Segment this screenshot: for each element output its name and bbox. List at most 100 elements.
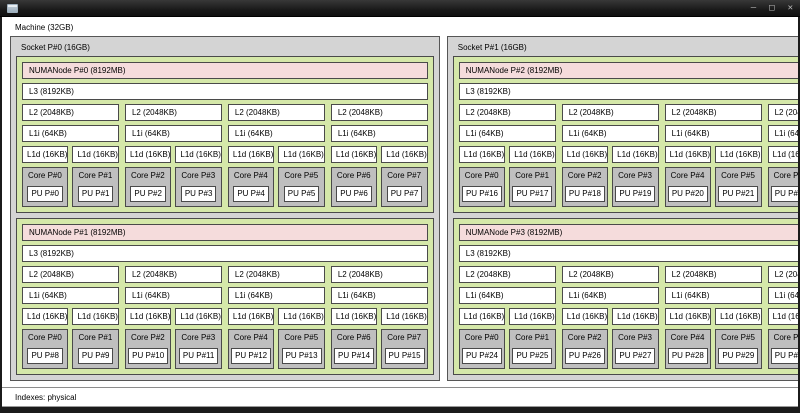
minimize-button[interactable]: – bbox=[750, 2, 757, 13]
numanode-3-group: NUMANode P#3 (8192MB) L3 (8192KB) L2 (20… bbox=[452, 218, 798, 375]
pu-box: PU P#28 bbox=[667, 348, 708, 364]
l1i-cache: L1i (64KB) bbox=[664, 125, 762, 142]
l2-cache: L2 (2048KB) bbox=[227, 266, 325, 283]
core-pair: Core P#4 PU P#28 Core P#5 PU P#29 bbox=[664, 329, 762, 369]
core-pair: Core P#0 PU P#0 Core P#1 PU P#1 bbox=[22, 167, 119, 207]
pu-box: PU P#15 bbox=[384, 348, 425, 364]
l1d-cache: L1d (16KB) bbox=[612, 308, 659, 325]
core-pair: Core P#2 PU P#18 Core P#3 PU P#19 bbox=[561, 167, 659, 207]
maximize-button[interactable]: □ bbox=[769, 2, 775, 13]
core-pair: Core P#4 PU P#20 Core P#5 PU P#21 bbox=[664, 167, 762, 207]
window-controls: – □ ✕ bbox=[750, 2, 793, 13]
l1d-pair: L1d (16KB) L1d (16KB) bbox=[561, 308, 659, 325]
l1d-cache: L1d (16KB) bbox=[124, 308, 172, 325]
legend: Indexes: physical Date: Tue 09 Oct 2012 … bbox=[2, 388, 798, 406]
core-box: Core P#3 PU P#27 bbox=[612, 329, 659, 369]
socket-0-label: Socket P#0 (16GB) bbox=[21, 43, 90, 52]
core-box: Core P#6 PU P#6 bbox=[330, 167, 378, 207]
l1i-cache: L1i (64KB) bbox=[227, 125, 325, 142]
core-box: Core P#1 PU P#9 bbox=[72, 329, 119, 369]
pu-box: PU P#18 bbox=[564, 186, 605, 202]
pu-box: PU P#25 bbox=[512, 348, 553, 364]
core-label: Core P#7 bbox=[387, 171, 422, 180]
pu-box: PU P#24 bbox=[461, 348, 502, 364]
l3-cache: L3 (8192KB) bbox=[458, 83, 798, 100]
l1d-cache: L1d (16KB) bbox=[175, 146, 222, 163]
numanode-3-label: NUMANode P#3 (8192MB) bbox=[458, 224, 798, 241]
core-box: Core P#3 PU P#19 bbox=[612, 167, 659, 207]
l1d-pair: L1d (16KB) L1d (16KB) bbox=[227, 146, 325, 163]
l1d-pair: L1d (16KB) L1d (16KB) bbox=[458, 146, 556, 163]
l1d-pair: L1d (16KB) L1d (16KB) bbox=[767, 146, 798, 163]
numanode-2-group: NUMANode P#2 (8192MB) L3 (8192KB) L2 (20… bbox=[452, 56, 798, 213]
core-pair: Core P#0 PU P#16 Core P#1 PU P#17 bbox=[458, 167, 556, 207]
l1d-cache: L1d (16KB) bbox=[509, 308, 556, 325]
core-pair: Core P#6 PU P#6 Core P#7 PU P#7 bbox=[330, 167, 428, 207]
l1d-cache: L1d (16KB) bbox=[715, 146, 762, 163]
core-box: Core P#2 PU P#10 bbox=[124, 329, 172, 369]
cache-column: L2 (2048KB) L1i (64KB) L1d (16KB) L1d (1… bbox=[664, 104, 762, 207]
l2-cache: L2 (2048KB) bbox=[561, 104, 659, 121]
pu-box: PU P#14 bbox=[334, 348, 375, 364]
l1d-pair: L1d (16KB) L1d (16KB) bbox=[124, 308, 222, 325]
core-pair: Core P#0 PU P#8 Core P#1 PU P#9 bbox=[22, 329, 119, 369]
l1d-cache: L1d (16KB) bbox=[227, 308, 275, 325]
l1d-cache: L1d (16KB) bbox=[22, 146, 69, 163]
app-icon[interactable] bbox=[7, 3, 18, 13]
socket-0: Socket P#0 (16GB) NUMANode P#0 (8192MB) … bbox=[10, 36, 440, 381]
socket-1-label: Socket P#1 (16GB) bbox=[457, 43, 527, 52]
core-box: Core P#6 PU P#30 bbox=[767, 329, 798, 369]
core-box: Core P#5 PU P#13 bbox=[278, 329, 325, 369]
l1d-pair: L1d (16KB) L1d (16KB) bbox=[124, 146, 222, 163]
core-label: Core P#5 bbox=[721, 171, 755, 180]
cache-column: L2 (2048KB) L1i (64KB) L1d (16KB) L1d (1… bbox=[767, 104, 798, 207]
pu-box: PU P#4 bbox=[233, 186, 269, 202]
core-box: Core P#6 PU P#14 bbox=[330, 329, 378, 369]
core-label: Core P#0 bbox=[28, 333, 62, 342]
l1d-cache: L1d (16KB) bbox=[767, 146, 798, 163]
core-box: Core P#2 PU P#18 bbox=[561, 167, 609, 207]
core-label: Core P#4 bbox=[233, 333, 268, 342]
l1d-cache: L1d (16KB) bbox=[664, 146, 712, 163]
core-pair: Core P#2 PU P#10 Core P#3 PU P#11 bbox=[124, 329, 222, 369]
core-pair: Core P#6 PU P#14 Core P#7 PU P#15 bbox=[330, 329, 428, 369]
l2-cache: L2 (2048KB) bbox=[330, 104, 428, 121]
cache-columns: L2 (2048KB) L1i (64KB) L1d (16KB) L1d (1… bbox=[22, 104, 428, 207]
cache-column: L2 (2048KB) L1i (64KB) L1d (16KB) L1d (1… bbox=[22, 104, 119, 207]
l2-cache: L2 (2048KB) bbox=[227, 104, 325, 121]
l1i-cache: L1i (64KB) bbox=[458, 287, 556, 304]
l1d-cache: L1d (16KB) bbox=[612, 146, 659, 163]
pu-box: PU P#8 bbox=[27, 348, 64, 364]
l1d-cache: L1d (16KB) bbox=[72, 308, 119, 325]
core-pair: Core P#2 PU P#26 Core P#3 PU P#27 bbox=[561, 329, 659, 369]
close-button[interactable]: ✕ bbox=[787, 2, 793, 13]
machine-box: Machine (32GB) Socket P#0 (16GB) NUMANod… bbox=[2, 17, 798, 407]
l1i-cache: L1i (64KB) bbox=[330, 287, 428, 304]
core-box: Core P#1 PU P#17 bbox=[509, 167, 556, 207]
cache-column: L2 (2048KB) L1i (64KB) L1d (16KB) L1d (1… bbox=[227, 266, 325, 369]
pu-box: PU P#19 bbox=[615, 186, 656, 202]
pu-box: PU P#0 bbox=[27, 186, 64, 202]
core-label: Core P#0 bbox=[28, 171, 62, 180]
pu-box: PU P#16 bbox=[461, 186, 502, 202]
l1d-pair: L1d (16KB) L1d (16KB) bbox=[330, 146, 428, 163]
core-pair: Core P#4 PU P#4 Core P#5 PU P#5 bbox=[227, 167, 325, 207]
core-box: Core P#4 PU P#12 bbox=[227, 329, 275, 369]
l1d-cache: L1d (16KB) bbox=[458, 146, 506, 163]
numanode-1-group: NUMANode P#1 (8192MB) L3 (8192KB) L2 (20… bbox=[16, 218, 434, 375]
numanode-2-label: NUMANode P#2 (8192MB) bbox=[458, 62, 798, 79]
l1d-cache: L1d (16KB) bbox=[715, 308, 762, 325]
cache-column: L2 (2048KB) L1i (64KB) L1d (16KB) L1d (1… bbox=[561, 266, 659, 369]
cache-column: L2 (2048KB) L1i (64KB) L1d (16KB) L1d (1… bbox=[458, 266, 556, 369]
l1i-cache: L1i (64KB) bbox=[458, 125, 556, 142]
core-pair: Core P#2 PU P#2 Core P#3 PU P#3 bbox=[124, 167, 222, 207]
l1i-cache: L1i (64KB) bbox=[124, 287, 222, 304]
l1i-cache: L1i (64KB) bbox=[22, 125, 119, 142]
core-label: Core P#5 bbox=[284, 171, 319, 180]
core-label: Core P#1 bbox=[78, 333, 113, 342]
l1i-cache: L1i (64KB) bbox=[664, 287, 762, 304]
core-box: Core P#7 PU P#7 bbox=[381, 167, 428, 207]
l2-cache: L2 (2048KB) bbox=[22, 104, 119, 121]
pu-box: PU P#6 bbox=[336, 186, 372, 202]
core-label: Core P#5 bbox=[284, 333, 319, 342]
